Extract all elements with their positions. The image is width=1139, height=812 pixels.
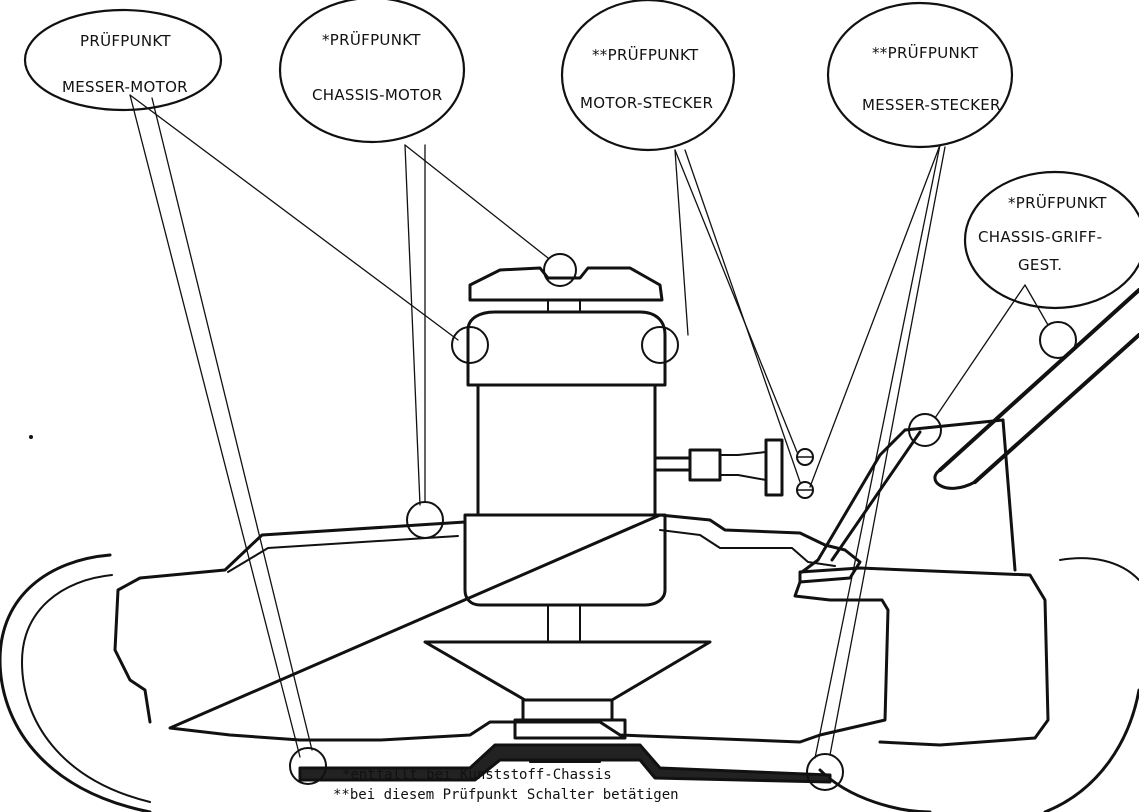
- callout-line2: MOTOR-STECKER: [580, 94, 713, 112]
- callout-chassis-griff: *PRÜFPUNKT CHASSIS-GRIFF- GEST.: [963, 170, 1139, 310]
- blade-hub: [513, 698, 627, 740]
- chassis-inner-line: [227, 529, 836, 573]
- cutting-blade: [298, 743, 832, 784]
- motor-connector: [653, 438, 814, 499]
- motor-shaft-top: [547, 299, 581, 313]
- handle-bar: [933, 288, 1139, 490]
- callout-chassis-motor: *PRÜFPUNKT CHASSIS-MOTOR: [278, 0, 466, 144]
- test-point-circle-chassis: [406, 501, 444, 539]
- motor-upper-section: [466, 310, 667, 387]
- front-housing: [798, 566, 1050, 747]
- test-point-circle-motor-right: [641, 326, 679, 364]
- chassis-body: [113, 513, 890, 744]
- motor-lower-section: [463, 513, 667, 607]
- test-point-circle-handle: [1039, 321, 1077, 359]
- callout-line3: GEST.: [1018, 256, 1062, 274]
- test-point-circle-housing: [908, 413, 942, 447]
- blade-funnel: [423, 640, 712, 702]
- callout-motor-stecker: **PRÜFPUNKT MOTOR-STECKER: [560, 0, 736, 152]
- callout-line1: **PRÜFPUNKT: [872, 43, 979, 62]
- callout-messer-motor: PRÜFPUNKT MESSER-MOTOR: [23, 8, 223, 112]
- test-point-circle-chassis-motor: [543, 253, 577, 287]
- stray-dot: [29, 435, 33, 439]
- test-point-circle-blade-right: [806, 753, 844, 791]
- leader-lines: [129, 94, 1049, 759]
- callout-line2: CHASSIS-MOTOR: [312, 86, 442, 104]
- footnote-switch: **bei diesem Prüfpunkt Schalter betätige…: [333, 787, 679, 803]
- blade-shaft: [547, 604, 581, 641]
- callout-line1: **PRÜFPUNKT: [592, 45, 699, 64]
- housing-column: [800, 418, 1017, 574]
- footnote-plastic-chassis: *entfällt bei Kunststoff-Chassis: [342, 767, 612, 783]
- front-wheel: [818, 557, 1139, 812]
- lawnmower-drawing: [0, 253, 1139, 812]
- motor-top-cap: [468, 266, 664, 302]
- callout-line2: CHASSIS-GRIFF-: [978, 228, 1102, 246]
- callout-line1: *PRÜFPUNKT: [322, 30, 421, 49]
- callout-messer-stecker: **PRÜFPUNKT MESSER-STECKER: [826, 1, 1014, 149]
- callout-line2: MESSER-MOTOR: [62, 78, 188, 96]
- test-point-circle-messer-motor: [451, 326, 489, 364]
- callout-line2: MESSER-STECKER: [862, 96, 1001, 114]
- rear-wheel: [0, 553, 152, 812]
- test-point-circle-blade-left: [289, 747, 327, 785]
- callout-line1: *PRÜFPUNKT: [1008, 193, 1107, 212]
- motor-body: [476, 383, 657, 517]
- callout-line1: PRÜFPUNKT: [80, 31, 171, 50]
- footnotes: *entfällt bei Kunststoff-Chassis **bei d…: [333, 767, 679, 803]
